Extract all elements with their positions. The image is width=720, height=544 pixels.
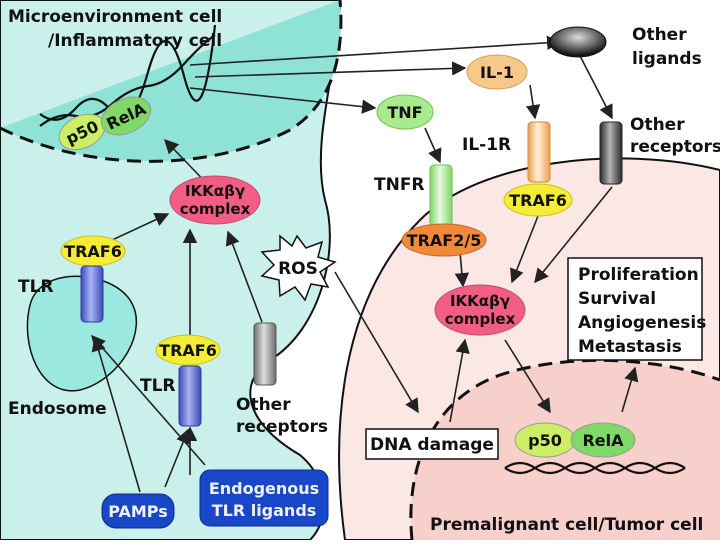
ikk-left-line1: IKKαβγ	[185, 182, 245, 200]
endosome	[26, 275, 137, 392]
tnfr-receptor	[429, 164, 453, 228]
arrows	[91, 35, 639, 493]
other-receptors-left-line2: receptors	[236, 417, 328, 437]
micro-nucleus-boundary	[0, 0, 343, 163]
micro-cell-label-line1: Microenvironment cell	[8, 7, 222, 27]
tnf-ligand: TNF	[376, 94, 434, 130]
micro-cell-label-line2: /Inflammatory cell	[48, 31, 222, 51]
ikk-left-line2: complex	[180, 200, 251, 218]
tlr-receptor-lower	[178, 365, 202, 427]
traf25: TRAF2/5	[401, 223, 487, 257]
tlr-upper-label: TLR	[18, 277, 54, 297]
other-receptor-left	[253, 322, 277, 386]
endogenous-line2: TLR ligands	[212, 501, 317, 520]
tnfr-label: TNFR	[374, 175, 425, 195]
p50-bottom-label: p50	[528, 431, 562, 450]
traf6-lower: TRAF6	[155, 334, 221, 366]
traf6-right: TRAF6	[503, 183, 573, 217]
other-receptors-left-line1: Other	[236, 395, 291, 415]
other-receptor-right	[599, 121, 623, 185]
traf6-endosome: TRAF6	[60, 235, 126, 267]
traf6-endosome-label: TRAF6	[64, 242, 122, 261]
other-receptors-right-line1: Other	[630, 115, 685, 135]
ros-burst: ROS	[260, 234, 337, 302]
nfkb-dimer-bottom: p50 RelA	[514, 422, 636, 458]
ikk-complex-right: IKKαβγ complex	[434, 284, 526, 336]
rela-bottom	[570, 422, 636, 458]
dna-damage-box: DNA damage	[365, 428, 499, 460]
rela-bottom-label: RelA	[582, 431, 624, 450]
tumor-cell-label: Premalignant cell/Tumor cell	[430, 515, 703, 535]
dna-damage-label: DNA damage	[370, 435, 494, 455]
dna-bottom	[504, 461, 686, 475]
pamps-box: PAMPs	[101, 493, 175, 529]
rela-top	[100, 96, 152, 136]
endosome-label: Endosome	[8, 399, 107, 419]
il1r-label: IL-1R	[462, 135, 511, 155]
il1-label: IL-1	[480, 63, 514, 82]
other-ligands-line1: Other	[632, 25, 687, 45]
dna-top	[39, 24, 217, 127]
outcome-metastasis: Metastasis	[578, 337, 682, 357]
ikk-right-line2: complex	[445, 310, 516, 328]
traf6-right-label: TRAF6	[509, 191, 567, 210]
tnf-label: TNF	[387, 103, 422, 122]
tlr-lower-label: TLR	[140, 376, 176, 396]
ikk-complex-left: IKKαβγ complex	[169, 175, 261, 225]
traf6-lower-label: TRAF6	[159, 341, 217, 360]
endogenous-line1: Endogenous	[209, 479, 319, 498]
traf25-label: TRAF2/5	[407, 231, 482, 250]
other-ligands-line2: ligands	[632, 49, 702, 69]
outcome-survival: Survival	[578, 289, 656, 309]
ikk-right-line1: IKKαβγ	[450, 292, 510, 310]
other-ligand-oval	[549, 26, 607, 58]
pamps-label: PAMPs	[108, 502, 168, 521]
outcome-angiogenesis: Angiogenesis	[578, 313, 706, 333]
outcome-proliferation: Proliferation	[578, 265, 699, 285]
outcomes-box: Proliferation Survival Angiogenesis Meta…	[567, 257, 706, 361]
tlr-receptor-upper	[80, 265, 104, 323]
ros-label: ROS	[278, 259, 318, 279]
endogenous-tlr-ligands-box: Endogenous TLR ligands	[199, 469, 329, 527]
other-receptors-right-line2: receptors	[630, 137, 720, 157]
il1r-receptor	[527, 121, 551, 183]
il1-ligand: IL-1	[466, 54, 528, 90]
tumor-nucleus-boundary	[409, 358, 720, 541]
